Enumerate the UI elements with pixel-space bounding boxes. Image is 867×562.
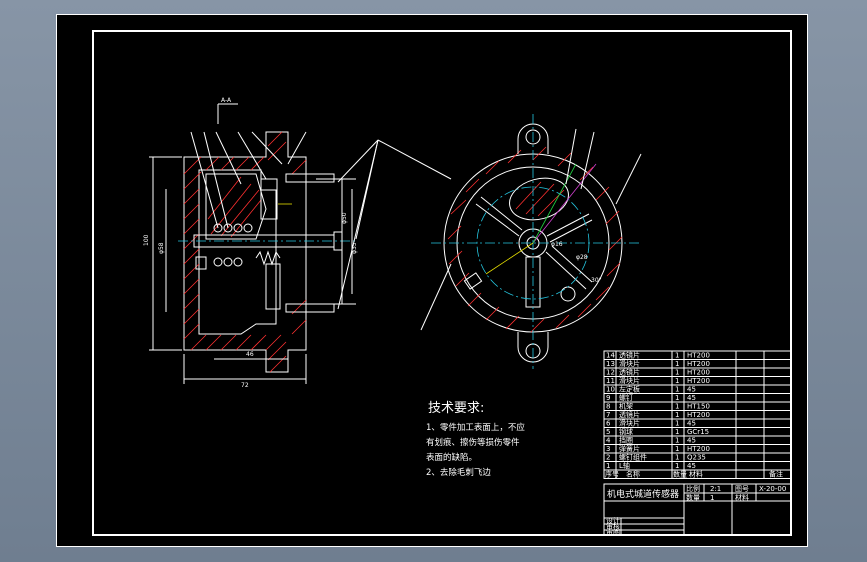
bom-row-material: HT200 <box>687 411 710 419</box>
dim-flange: 46 <box>246 351 254 358</box>
bom-row-no: 9 <box>606 394 610 402</box>
bom-row-name: 机架 <box>619 402 633 411</box>
bom-row-no: 5 <box>606 428 610 436</box>
bom-row-name: 左定板 <box>619 385 640 394</box>
dim-inner: φ58 <box>158 242 165 254</box>
scale-label: 比例 <box>686 484 700 493</box>
bom-row-qty: 1 <box>675 411 679 419</box>
bom-row-name: 弹簧片 <box>619 444 640 453</box>
bom-row-material: 45 <box>687 437 696 445</box>
bom-row-no: 4 <box>606 437 611 445</box>
requirements-line-3: 表面的缺陷。 <box>426 452 477 463</box>
bom-row-no: 3 <box>606 445 610 453</box>
dim-rod2: φ35 <box>351 242 358 254</box>
bom-row-material: GCr15 <box>687 428 709 436</box>
requirements-line-2: 有划痕、擦伤等损伤零件 <box>426 437 520 448</box>
bom-row-name: 滑块片 <box>619 359 640 368</box>
bom-row-qty: 1 <box>675 394 679 402</box>
bom-row-qty: 1 <box>675 420 679 428</box>
bom-row-qty: 1 <box>675 437 679 445</box>
drawing-canvas[interactable]: 100 φ58 72 φ50 φ35 46 A-A <box>56 14 808 547</box>
dim-angle: 30° <box>591 277 602 284</box>
bom-row-qty: 1 <box>675 369 679 377</box>
bom-row-no: 7 <box>606 411 610 419</box>
bom-header-material: 材料 <box>689 470 703 479</box>
bom-row-no: 14 <box>606 352 615 360</box>
bom-row-no: 12 <box>606 369 615 377</box>
bom-row-name: 滑块片 <box>619 376 640 385</box>
bom-row-no: 2 <box>606 454 610 462</box>
bom-row-name: 透镜片 <box>619 410 640 419</box>
bom-row-material: HT200 <box>687 445 710 453</box>
bom-row-material: HT200 <box>687 360 710 368</box>
designer-label: 设计 <box>606 516 620 525</box>
requirements-title: 技术要求: <box>428 401 484 416</box>
bom-row-name: 钢球 <box>619 427 633 436</box>
bom-row-name: 滑块片 <box>619 419 640 428</box>
bom-row-name: 螺钉 <box>619 393 633 402</box>
bom-header-no: 序号 <box>605 470 619 479</box>
checker-label: 审核 <box>606 522 620 531</box>
dim-rod: φ50 <box>341 212 348 224</box>
bom-row-material: 45 <box>687 386 696 394</box>
sheet-label: 图号 <box>735 485 749 493</box>
bom-row-no: 10 <box>606 386 615 394</box>
count-value: 1 <box>710 494 714 502</box>
bom-row-qty: 1 <box>675 445 679 453</box>
requirements-line-4: 2、去除毛刺飞边 <box>426 467 491 478</box>
bom-row-qty: 1 <box>675 360 679 368</box>
inner-frame <box>92 30 792 536</box>
scale-value: 2:1 <box>710 485 721 493</box>
bom-row-qty: 1 <box>675 462 679 470</box>
bom-row-no: 13 <box>606 360 615 368</box>
bom-row-name: 挡圈 <box>619 436 633 445</box>
bom-row-qty: 1 <box>675 352 679 360</box>
drawing-name: 机电式城道传感器 <box>607 488 679 500</box>
count-label: 数量 <box>686 493 700 502</box>
bom-header-name: 名称 <box>626 470 640 479</box>
section-label: A-A <box>221 97 232 104</box>
bom-row-qty: 1 <box>675 428 679 436</box>
bom-row-material: HT200 <box>687 377 710 385</box>
bom-header-qty: 数量 <box>673 470 687 479</box>
bom-row-no: 6 <box>606 420 611 428</box>
weight-label: 材料 <box>735 493 749 502</box>
bom-row-qty: 1 <box>675 386 679 394</box>
front-view <box>337 114 642 369</box>
bom-row-material: 45 <box>687 420 696 428</box>
bom-row-material: 45 <box>687 462 696 470</box>
dim-hub: φ16 <box>551 241 563 248</box>
bom-header-note: 备注 <box>769 470 783 479</box>
drawing-no: X-20-00 <box>759 485 786 493</box>
dim-ring: φ28 <box>576 254 588 261</box>
bom-row-material: HT200 <box>687 352 710 360</box>
dim-width: 72 <box>241 382 249 389</box>
bom-row-qty: 1 <box>675 454 679 462</box>
approver-label: 审图 <box>606 528 620 537</box>
bom-row-qty: 1 <box>675 377 679 385</box>
dim-height: 100 <box>143 234 150 246</box>
section-view <box>149 103 356 384</box>
bom-row-material: Q235 <box>687 454 706 462</box>
bom-row-material: HT150 <box>687 403 710 411</box>
bom-row-no: 11 <box>606 377 615 385</box>
title-block <box>603 483 792 536</box>
bom-row-name: 透镜片 <box>619 368 640 377</box>
bom-row-name: L轴 <box>619 461 630 470</box>
requirements-line-1: 1、零件加工表面上，不应 <box>426 422 525 433</box>
bom-row-no: 1 <box>606 462 610 470</box>
bom-row-qty: 1 <box>675 403 679 411</box>
bom-row-material: HT200 <box>687 369 710 377</box>
bom-row-material: 45 <box>687 394 696 402</box>
bom-row-name: 透镜片 <box>619 351 640 360</box>
outer-frame <box>56 14 808 547</box>
bom-row-name: 螺钉组件 <box>619 453 647 462</box>
bom-row-no: 8 <box>606 403 610 411</box>
drawing-sheet[interactable]: 100 φ58 72 φ50 φ35 46 A-A <box>56 14 808 547</box>
